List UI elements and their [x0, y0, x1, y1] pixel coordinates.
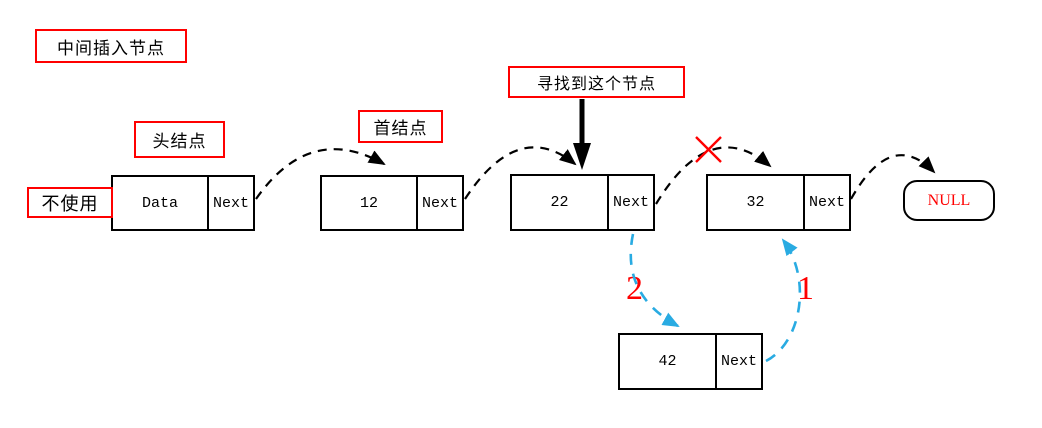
- head-node-label: 头结点: [134, 121, 225, 158]
- step-2-label: 2: [626, 270, 643, 307]
- node-12-next-cell: Next: [421, 194, 458, 212]
- node-head-data-cell: Data: [113, 177, 209, 229]
- step-1-label: 1: [797, 270, 814, 307]
- first-node-label: 首结点: [358, 110, 443, 143]
- node-12: 12 Next: [320, 175, 464, 231]
- node-42-new: 42 Next: [618, 333, 763, 390]
- node-head-next-cell: Next: [212, 194, 249, 212]
- unused-label: 不使用: [27, 187, 113, 218]
- node-22-data-cell: 22: [512, 176, 609, 229]
- node-42-data-cell: 42: [620, 335, 717, 388]
- null-terminator: NULL: [903, 180, 995, 221]
- node-22-next-cell: Next: [612, 194, 649, 211]
- node-42-next-cell: Next: [720, 353, 757, 370]
- node-head: Data Next: [111, 175, 255, 231]
- node-12-data-cell: 12: [322, 177, 418, 229]
- found-node-label: 寻找到这个节点: [508, 66, 685, 98]
- diagram-title: 中间插入节点: [35, 29, 187, 63]
- node-32-next-cell: Next: [808, 194, 845, 211]
- node-22: 22 Next: [510, 174, 655, 231]
- insert-arc-42-to-32: [765, 238, 802, 363]
- node-32-data-cell: 32: [708, 176, 805, 229]
- found-node-arrow: [573, 99, 591, 170]
- node-32: 32 Next: [706, 174, 851, 231]
- broken-link-x-icon: [695, 136, 722, 163]
